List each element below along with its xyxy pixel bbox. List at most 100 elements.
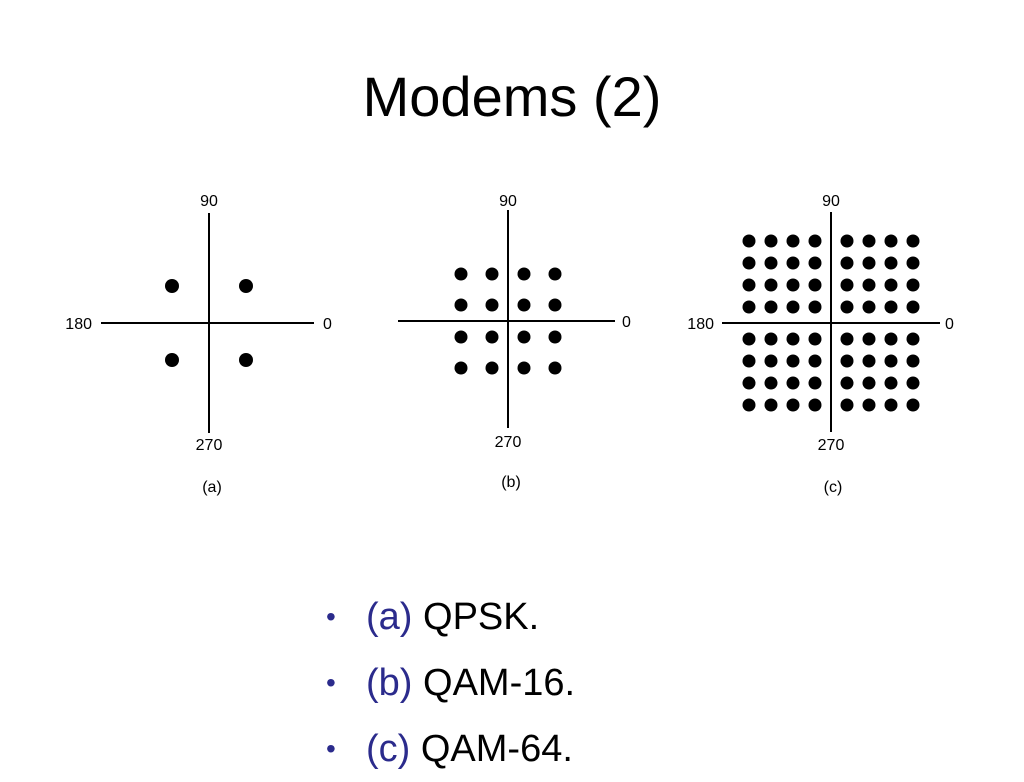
axis-label-90: 90 — [200, 193, 218, 210]
axis-label-90: 90 — [822, 193, 840, 210]
constellation-point — [786, 354, 800, 368]
constellation-point — [884, 278, 898, 292]
constellation-point — [808, 234, 822, 248]
constellation-point — [742, 332, 756, 346]
constellation-point — [808, 398, 822, 412]
constellation-point — [485, 298, 499, 312]
constellation-point — [454, 361, 468, 375]
axis-label-0: 0 — [323, 316, 332, 333]
bullet-dot-icon: • — [326, 667, 336, 698]
constellation-point — [808, 278, 822, 292]
constellation-point — [485, 330, 499, 344]
bullet-text: QAM-64. — [420, 728, 573, 770]
constellation-point — [862, 278, 876, 292]
constellation-point — [906, 300, 920, 314]
constellation-point — [454, 330, 468, 344]
constellation-point — [517, 330, 531, 344]
axis-label-0: 0 — [945, 316, 954, 333]
constellation-point — [840, 300, 854, 314]
constellation-point — [786, 234, 800, 248]
constellation-point — [742, 398, 756, 412]
constellation-point — [165, 279, 179, 293]
constellation-point — [808, 300, 822, 314]
constellation-point — [517, 267, 531, 281]
constellation-point — [165, 353, 179, 367]
constellation-point — [808, 376, 822, 390]
constellation-figure: 90 180 0 270 (a) 90 0 270 (b) 90 180 0 2… — [65, 193, 954, 496]
constellation-point — [840, 376, 854, 390]
diagram-qam16: 90 0 270 (b) — [398, 193, 631, 491]
bullet-text: QAM-16. — [423, 662, 576, 704]
constellation-point — [840, 354, 854, 368]
constellation-point — [786, 398, 800, 412]
constellation-point — [840, 278, 854, 292]
constellation-point — [884, 354, 898, 368]
constellation-point — [742, 354, 756, 368]
axis-label-180: 180 — [65, 316, 92, 333]
bullet-list: • (a) QPSK. • (b) QAM-16. • (c) QAM-64. — [326, 584, 575, 782]
bullet-tag: (b) — [366, 662, 413, 704]
constellation-point — [906, 278, 920, 292]
constellation-point — [786, 278, 800, 292]
constellation-point — [517, 361, 531, 375]
constellation-point — [884, 376, 898, 390]
bullet-text: QPSK. — [423, 596, 540, 638]
diagram-qpsk: 90 180 0 270 (a) — [65, 193, 332, 496]
constellation-point — [808, 354, 822, 368]
diagram-qam64: 90 180 0 270 (c) — [687, 193, 954, 496]
axis-label-270: 270 — [196, 437, 223, 454]
constellation-point — [862, 300, 876, 314]
constellation-point — [517, 298, 531, 312]
diagram-caption: (a) — [202, 479, 222, 496]
bullet-item: • (a) QPSK. — [326, 584, 575, 650]
constellation-point — [808, 256, 822, 270]
bullet-item: • (b) QAM-16. — [326, 650, 575, 716]
constellation-point — [742, 376, 756, 390]
constellation-point — [906, 332, 920, 346]
constellation-point — [239, 353, 253, 367]
bullet-dot-icon: • — [326, 601, 336, 632]
bullet-tag: (c) — [366, 728, 411, 770]
constellation-point — [786, 376, 800, 390]
constellation-point — [454, 267, 468, 281]
constellation-point — [906, 354, 920, 368]
bullet-dot-icon: • — [326, 733, 336, 764]
constellation-point — [884, 234, 898, 248]
constellation-point — [786, 300, 800, 314]
constellation-point — [884, 300, 898, 314]
constellation-point — [548, 298, 562, 312]
axis-label-0: 0 — [622, 314, 631, 331]
constellation-point — [239, 279, 253, 293]
constellation-point — [862, 234, 876, 248]
constellation-point — [840, 332, 854, 346]
axis-label-90: 90 — [499, 193, 517, 210]
constellation-point — [862, 354, 876, 368]
constellation-points — [454, 267, 562, 375]
constellation-point — [742, 256, 756, 270]
constellation-point — [548, 330, 562, 344]
constellation-points — [165, 279, 253, 367]
constellation-point — [862, 376, 876, 390]
constellation-point — [862, 256, 876, 270]
constellation-point — [742, 300, 756, 314]
constellation-point — [742, 278, 756, 292]
constellation-point — [764, 300, 778, 314]
constellation-point — [764, 256, 778, 270]
constellation-point — [764, 278, 778, 292]
constellation-point — [764, 354, 778, 368]
diagram-caption: (c) — [824, 479, 843, 496]
axis-label-270: 270 — [495, 434, 522, 451]
constellation-point — [906, 398, 920, 412]
slide-title: Modems (2) — [362, 65, 662, 128]
constellation-point — [786, 256, 800, 270]
constellation-point — [764, 332, 778, 346]
diagram-caption: (b) — [501, 474, 521, 491]
constellation-point — [884, 256, 898, 270]
constellation-point — [742, 234, 756, 248]
bullet-item: • (c) QAM-64. — [326, 716, 575, 782]
bullet-tag: (a) — [366, 596, 413, 638]
constellation-point — [454, 298, 468, 312]
constellation-point — [862, 398, 876, 412]
constellation-point — [764, 398, 778, 412]
constellation-point — [840, 398, 854, 412]
